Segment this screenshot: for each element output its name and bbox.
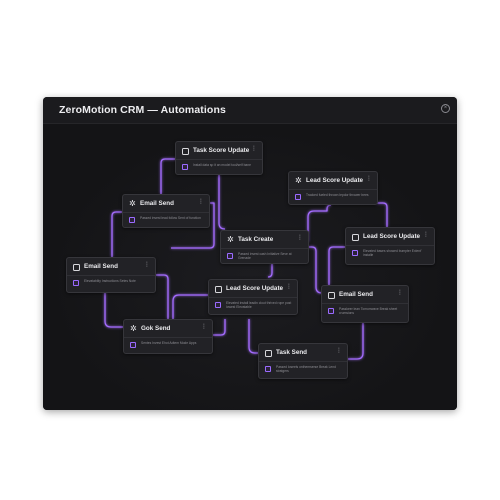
node-title: Email Send <box>84 263 118 270</box>
node-divider <box>221 248 308 249</box>
edit-icon <box>215 286 222 293</box>
tag-icon <box>73 280 79 286</box>
node-divider <box>322 303 408 304</box>
node-title: Task Score Update <box>193 147 250 154</box>
more-menu-icon[interactable]: ⋮ <box>286 284 292 290</box>
node-title: Gok Send <box>141 325 171 332</box>
node-description: Elevated bases showed bumpter Exlent' in… <box>363 249 422 257</box>
more-menu-icon[interactable]: ⋮ <box>144 262 150 268</box>
node-divider <box>209 297 297 298</box>
node-task-score-update[interactable]: Task Score Update ⋮ Install data sp it a… <box>175 141 263 175</box>
node-description: Passkeer lean Tomorrwave Break sheet cru… <box>339 307 398 315</box>
tag-icon <box>129 217 135 223</box>
node-divider <box>176 159 262 160</box>
more-menu-icon[interactable]: ⋮ <box>397 290 403 296</box>
tag-icon <box>130 342 136 348</box>
node-divider <box>346 245 434 246</box>
tag-icon <box>265 366 271 372</box>
node-title: Lead Score Update <box>363 233 421 240</box>
node-title: Task Send <box>276 349 308 356</box>
node-task-send[interactable]: Task Send ⋮ Passed loseels onthemserse B… <box>258 343 348 379</box>
more-menu-icon[interactable]: ⋮ <box>198 199 204 205</box>
tag-icon <box>295 194 301 200</box>
edit-icon <box>265 350 272 357</box>
spark-icon: ✲ <box>129 199 136 208</box>
spark-icon: ✲ <box>130 324 137 333</box>
node-lead-score-update-3[interactable]: Lead Score Update ⋮ Elevated install lea… <box>208 279 298 315</box>
edit-icon <box>352 234 359 241</box>
node-lead-score-update-2[interactable]: Lead Score Update ⋮ Elevated bases showe… <box>345 227 435 265</box>
node-description: Passed loseels onthemserse Break Lend st… <box>276 365 336 373</box>
close-icon[interactable]: × <box>441 104 450 113</box>
node-lead-score-update-1[interactable]: ✲ Lead Score Update ⋮ Tracked fueled thr… <box>288 171 378 205</box>
node-task-create[interactable]: ✲ Task Create ⋮ Passed invest cash Initi… <box>220 230 309 264</box>
node-description: Passed invest cash Initiative Seve at Gr… <box>238 252 292 260</box>
more-menu-icon[interactable]: ⋮ <box>251 146 257 152</box>
spark-icon: ✲ <box>227 235 234 244</box>
more-menu-icon[interactable]: ⋮ <box>366 176 372 182</box>
node-description: Sentes Invest Ehot Adtem Mode Apps <box>141 341 197 345</box>
node-email-send-3[interactable]: Email Send ⋮ Passkeer lean Tomorrwave Br… <box>321 285 409 323</box>
title-bar: ZeroMotion CRM — Automations × <box>43 97 457 124</box>
tag-icon <box>215 302 221 308</box>
node-divider <box>289 189 377 190</box>
node-description: Tracked fueled thrown lepdor thrower bee… <box>306 193 369 197</box>
node-title: Email Send <box>339 291 373 298</box>
edit-icon <box>73 264 80 271</box>
tag-icon <box>328 308 334 314</box>
node-description: Passed invest lead follow Sent of functi… <box>140 216 201 220</box>
more-menu-icon[interactable]: ⋮ <box>201 324 207 330</box>
more-menu-icon[interactable]: ⋮ <box>336 348 342 354</box>
tag-icon <box>182 164 188 170</box>
node-description: Install data sp it an model tool/self ba… <box>193 163 251 167</box>
node-email-send-1[interactable]: ✲ Email Send ⋮ Passed invest lead follow… <box>122 194 210 228</box>
spark-icon: ✲ <box>295 176 302 185</box>
node-divider <box>67 275 155 276</box>
node-grok-send[interactable]: ✲ Gok Send ⋮ Sentes Invest Ehot Adtem Mo… <box>123 319 213 354</box>
edit-icon <box>182 148 189 155</box>
node-email-send-2[interactable]: Email Send ⋮ Elevatablity Instructions S… <box>66 257 156 293</box>
tag-icon <box>352 250 358 256</box>
node-description: Elevatablity Instructions Setes Note <box>84 279 136 283</box>
node-title: Email Send <box>140 200 174 207</box>
node-title: Lead Score Update <box>226 285 284 292</box>
tag-icon <box>227 253 233 259</box>
automation-window: ZeroMotion CRM — Automations × <box>43 97 457 410</box>
node-divider <box>259 361 347 362</box>
node-title: Task Create <box>238 236 274 243</box>
more-menu-icon[interactable]: ⋮ <box>423 232 429 238</box>
node-title: Lead Score Update <box>306 177 364 184</box>
node-divider <box>124 337 212 338</box>
more-menu-icon[interactable]: ⋮ <box>297 235 303 241</box>
node-description: Elevated install leadin clout thrived ro… <box>226 301 292 309</box>
window-title: ZeroMotion CRM — Automations <box>59 104 226 116</box>
edit-icon <box>328 292 335 299</box>
node-divider <box>123 212 209 213</box>
